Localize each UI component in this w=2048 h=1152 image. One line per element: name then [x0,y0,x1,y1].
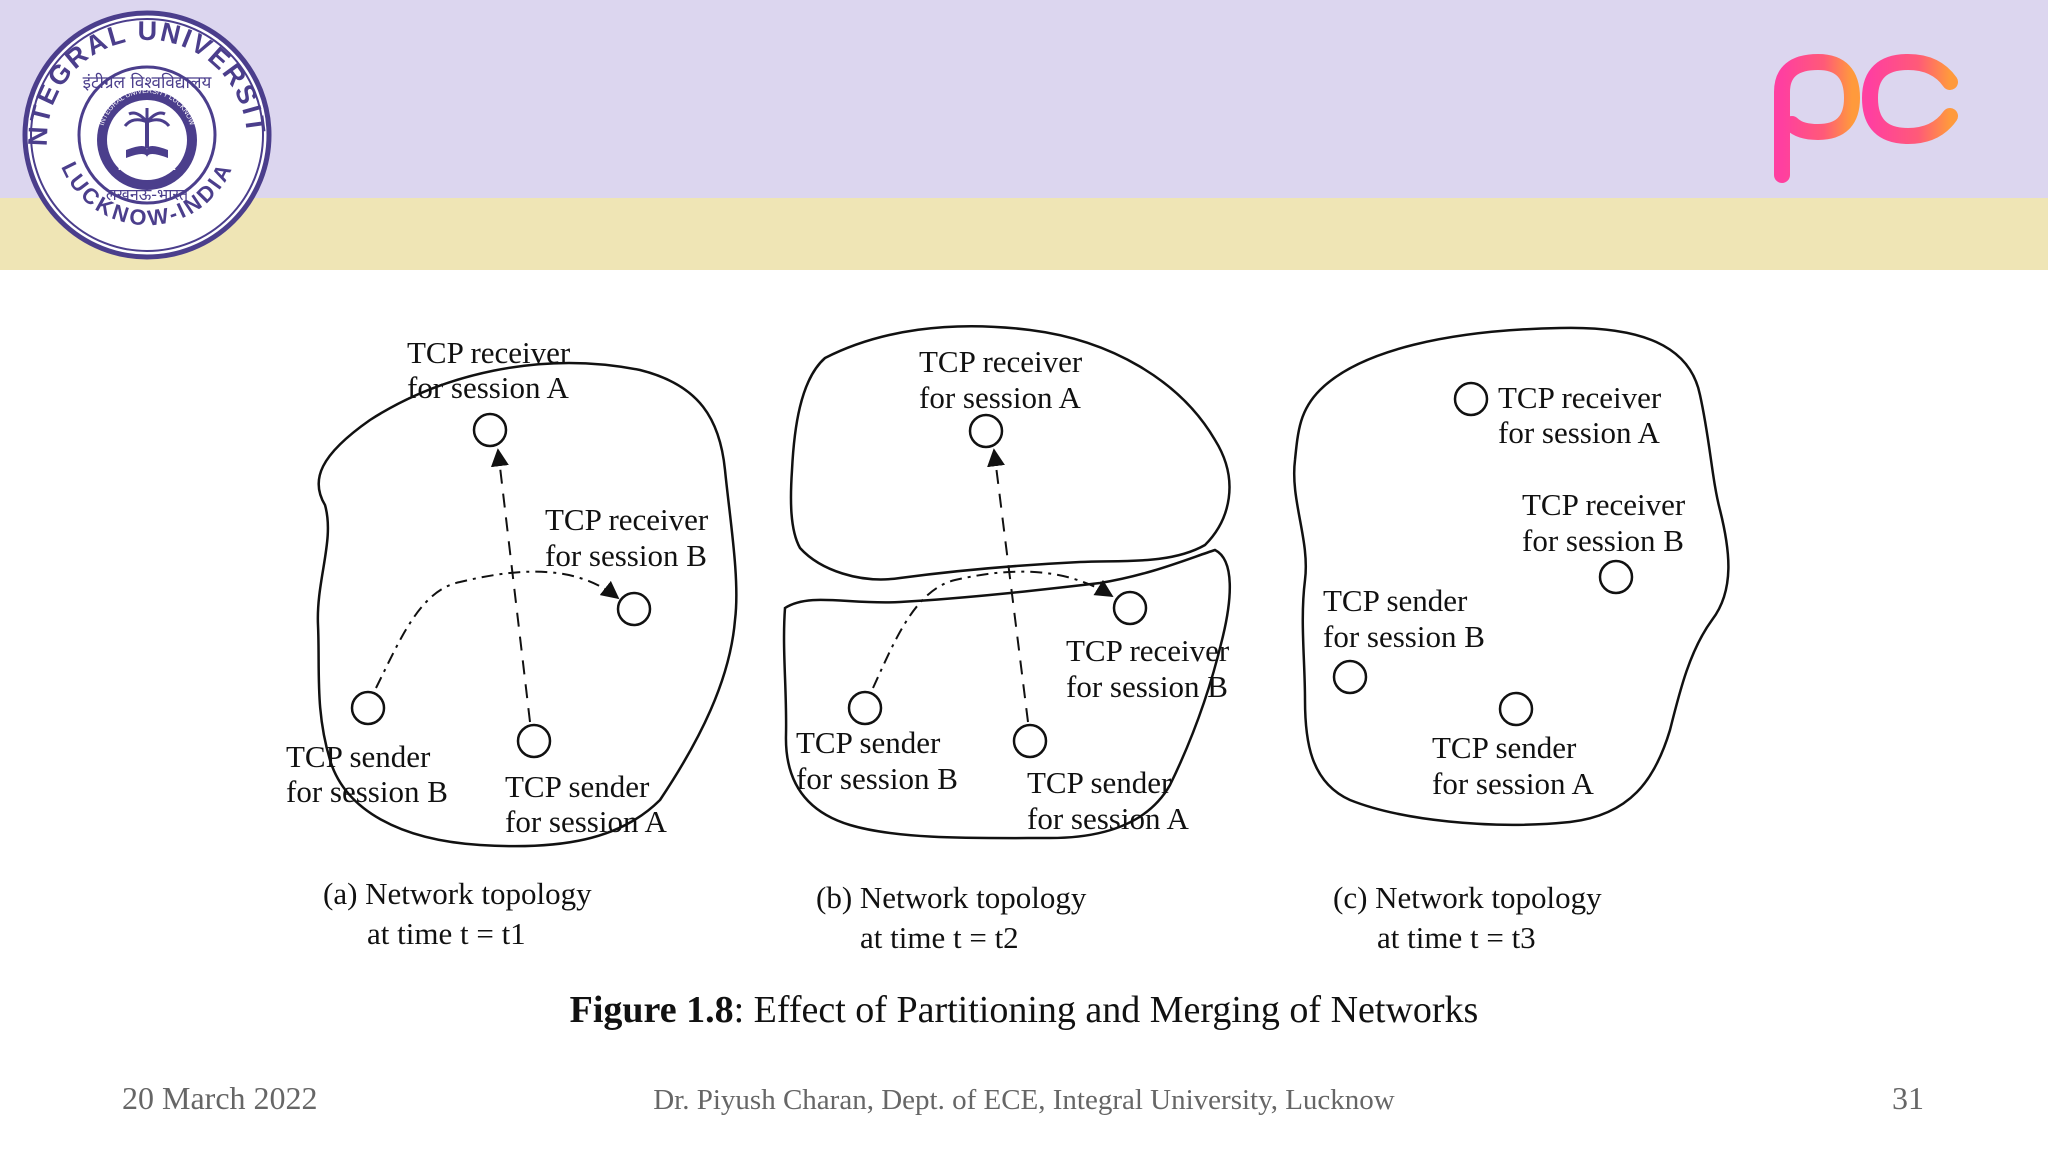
receiver-a-line2: for session A [407,370,570,405]
sender-a-line2: for session A [1432,766,1595,801]
session-a-flow [490,448,531,723]
caption-c-line1: (c) Network topology [1333,880,1602,915]
seal-letter-2: C [136,168,143,179]
receiver-a-line2: for session A [1498,415,1661,450]
seal-hindi-bottom: लखनऊ-भारत [106,185,189,204]
header-band [0,0,2048,198]
session-b-flow [375,570,620,689]
caption-a-line2: at time t = t1 [367,916,526,951]
receiver-a-node [1453,381,1489,417]
university-seal-icon: INTEGRAL UNIVERSITY LUCKNOW-INDIA इंटीग्… [14,10,272,260]
page-number: 31 [1892,1080,1924,1116]
sender-a-line2: for session A [505,804,668,839]
receiver-a-line1: TCP receiver [407,335,571,370]
receiver-b-line2: for session B [545,538,707,573]
sender-b-line1: TCP sender [796,725,941,760]
receiver-b-node [1598,559,1634,595]
sender-b-line2: for session B [796,761,958,796]
receiver-a-node [968,413,1004,449]
seal-letter-3: P [152,168,159,179]
sender-b-node [350,690,386,726]
panel-a: TCP receiver for session A TCP receiver … [286,335,738,951]
sender-a-node [516,723,552,759]
figure-caption: Figure 1.8: Effect of Partitioning and M… [0,988,2048,1032]
network-b-lower-boundary [782,548,1232,840]
receiver-b-line1: TCP receiver [545,502,709,537]
receiver-a-line1: TCP receiver [1498,380,1662,415]
sender-a-node [1012,723,1048,759]
receiver-b-node [1112,590,1148,626]
sender-b-line2: for session B [1323,619,1485,654]
caption-b-line1: (b) Network topology [816,880,1087,915]
caption-a-line1: (a) Network topology [323,876,592,911]
caption-b-line2: at time t = t2 [860,920,1019,955]
sender-b-node [847,690,883,726]
sender-b-node [1332,659,1368,695]
figure-label: Figure 1.8 [569,989,734,1031]
receiver-b-line1: TCP receiver [1522,487,1686,522]
sender-b-line1: TCP sender [1323,583,1468,618]
sender-a-line1: TCP sender [1432,730,1577,765]
sender-b-line1: TCP sender [286,739,431,774]
header-accent-band [0,198,2048,270]
network-topology-diagram: TCP receiver for session A TCP receiver … [286,324,1730,955]
sender-a-line2: for session A [1027,801,1190,836]
seal-letter-4: E [169,162,176,173]
session-b-flow [872,570,1114,689]
footer-date: 20 March 2022 [122,1080,318,1116]
receiver-b-node [616,591,652,627]
seal-letter-1: I [118,162,121,173]
receiver-a-node [472,412,508,448]
figure-caption-text: : Effect of Partitioning and Merging of … [733,989,1479,1031]
receiver-b-line2: for session B [1522,523,1684,558]
sender-a-line1: TCP sender [505,769,650,804]
session-a-flow [987,448,1029,723]
receiver-a-line1: TCP receiver [919,344,1083,379]
receiver-b-line2: for session B [1066,669,1228,704]
receiver-b-line1: TCP receiver [1066,633,1230,668]
pc-logo-text: pc [1760,40,1762,41]
footer-author: Dr. Piyush Charan, Dept. of ECE, Integra… [653,1084,1395,1116]
pc-logo-icon: pc [1760,40,1958,183]
sender-a-line1: TCP sender [1027,765,1172,800]
panel-b: TCP receiver for session A TCP receiver … [782,324,1232,955]
network-a-boundary [316,361,738,848]
network-c-boundary [1292,326,1730,826]
receiver-a-line2: for session A [919,380,1082,415]
caption-c-line2: at time t = t3 [1377,920,1536,955]
sender-b-line2: for session B [286,774,448,809]
seal-hindi-top: इंटीग्रल विश्वविद्यालय [83,72,213,93]
network-b-upper-boundary [789,324,1231,581]
sender-a-node [1498,691,1534,727]
panel-c: TCP receiver for session A TCP receiver … [1292,326,1730,955]
